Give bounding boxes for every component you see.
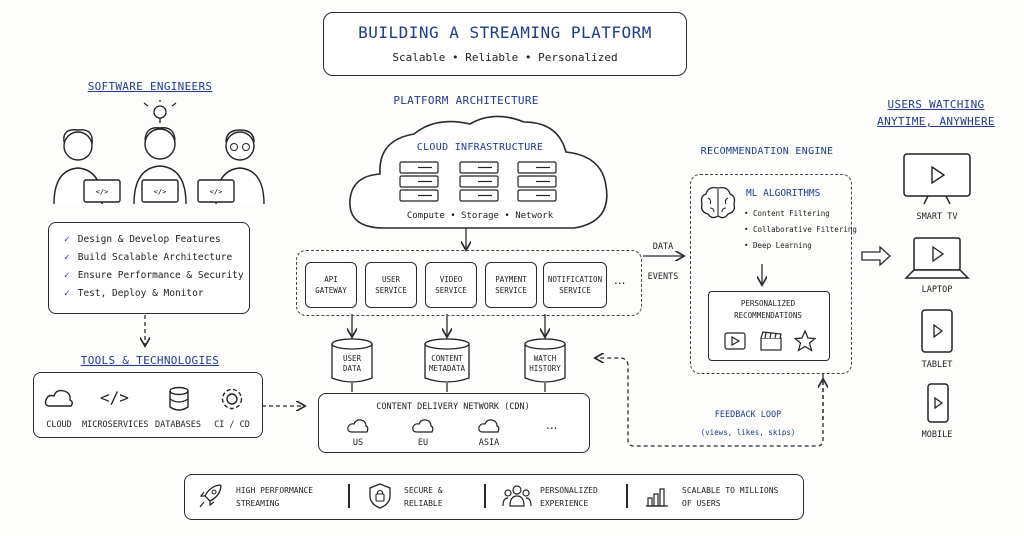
ml-item: • Deep Learning [744,241,812,250]
recommendation-container [690,174,852,374]
tools-header: TOOLS & TECHNOLOGIES [80,354,220,367]
svg-text:</>: </> [210,188,223,196]
task-item: ✓Test, Deploy & Monitor [64,288,204,299]
star-icon [794,330,816,352]
database-icon [169,386,189,411]
cloud-icon [412,419,434,433]
ml-item: • Collaborative Filtering [744,225,857,234]
benefit-secure: SECURE &RELIABLE [404,486,443,508]
svg-text:</>: </> [96,188,109,196]
cdn-region-us: US [352,438,364,448]
clapperboard-icon [760,331,782,351]
tool-label: DATABASES [154,420,202,430]
device-label-smart-tv: SMART TV [916,212,958,222]
check-icon: ✓ [64,270,70,281]
gear-icon [221,388,243,410]
device-label-laptop: LAPTOP [921,285,953,295]
tool-label: MICROSERVICES [82,420,149,430]
laptop-icon [904,237,970,279]
ml-title: ML ALGORITHMS [746,188,821,199]
check-icon: ✓ [64,252,70,263]
code-icon: </> [100,388,129,407]
cloud-icon [478,419,500,433]
cdn-more: ... [546,418,558,432]
divider [348,484,350,508]
check-icon: ✓ [64,234,70,245]
cloud-icon [44,389,73,407]
page-subtitle: Scalable • Reliable • Personalized [392,51,618,64]
cloud-infrastructure-title: CLOUD INFRASTRUCTURE [416,142,544,153]
cdn-region-asia: ASIA [478,438,500,448]
device-label-mobile: MOBILE [921,430,953,440]
architecture-header: PLATFORM ARCHITECTURE [393,94,539,107]
cloud-icon [347,419,369,433]
engineers-header: SOFTWARE ENGINEERS [87,80,213,93]
task-item: ✓Ensure Performance & Security [64,270,244,281]
services-more: ... [614,273,626,287]
brain-icon [700,186,736,219]
people-icon [502,485,532,507]
feedback-loop-title: FEEDBACK LOOP [714,410,782,420]
tablet-icon [921,309,953,353]
rocket-icon [199,484,222,508]
divider [484,484,486,508]
task-item: ✓Build Scalable Architecture [64,252,233,263]
title-banner: BUILDING A STREAMING PLATFORM Scalable •… [323,12,687,76]
svg-text:</>: </> [154,188,167,196]
mobile-icon [927,383,949,423]
ml-item: • Content Filtering [744,209,830,218]
tool-label: CLOUD [46,420,72,430]
cdn-region-eu: EU [417,438,429,448]
page-title: BUILDING A STREAMING PLATFORM [358,23,652,42]
recommendation-header: RECOMMENDATION ENGINE [700,146,834,157]
tool-label: CI / CD [214,420,250,430]
divider [626,484,628,508]
task-item: ✓Design & Develop Features [64,234,221,245]
engineer-tasks-box [48,222,250,314]
smart-tv-icon [903,153,971,205]
cdn-box [318,393,590,453]
services-container [296,250,642,316]
play-icon [724,332,746,350]
check-icon: ✓ [64,288,70,299]
cloud-caption: Compute • Storage • Network [406,211,554,221]
server-rack-icons [399,161,557,202]
cdn-title: CONTENT DELIVERY NETWORK (CDN) [376,402,530,412]
engineers-illustration: </> </> </> [53,100,265,205]
bar-chart-icon [646,488,668,507]
device-label-tablet: TABLET [921,360,953,370]
benefits-banner [184,474,804,520]
feedback-loop-caption: (views, likes, skips) [700,428,796,437]
shield-lock-icon [369,483,391,509]
